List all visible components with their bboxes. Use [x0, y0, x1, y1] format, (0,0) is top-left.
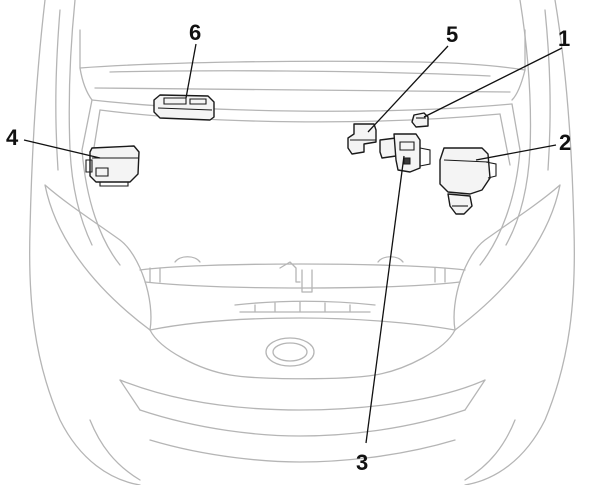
component-4-junction-box — [85, 145, 140, 187]
callout-4: 4 — [6, 125, 19, 150]
callout-2: 2 — [559, 130, 572, 155]
leader-line-3 — [365, 155, 405, 444]
leader-line-4 — [23, 139, 101, 159]
front-bumper — [89, 317, 516, 481]
callout-3: 3 — [356, 450, 369, 475]
leader-line-5 — [367, 45, 449, 133]
leader-line-1 — [423, 47, 563, 118]
engine-bay-walls — [81, 99, 521, 266]
callout-1: 1 — [558, 26, 571, 51]
leader-lines — [23, 43, 563, 444]
component-3-assembly — [379, 133, 431, 173]
hood-outline — [79, 29, 526, 123]
front-cross-member — [139, 256, 466, 313]
leader-line-6 — [185, 43, 197, 99]
callout-5: 5 — [446, 22, 459, 47]
leader-line-2 — [475, 144, 557, 161]
component-6-ecu — [153, 94, 215, 121]
headlights — [44, 184, 561, 331]
callout-6: 6 — [189, 20, 202, 45]
car-body-outline — [29, 0, 575, 485]
component-1-relay — [411, 112, 429, 128]
